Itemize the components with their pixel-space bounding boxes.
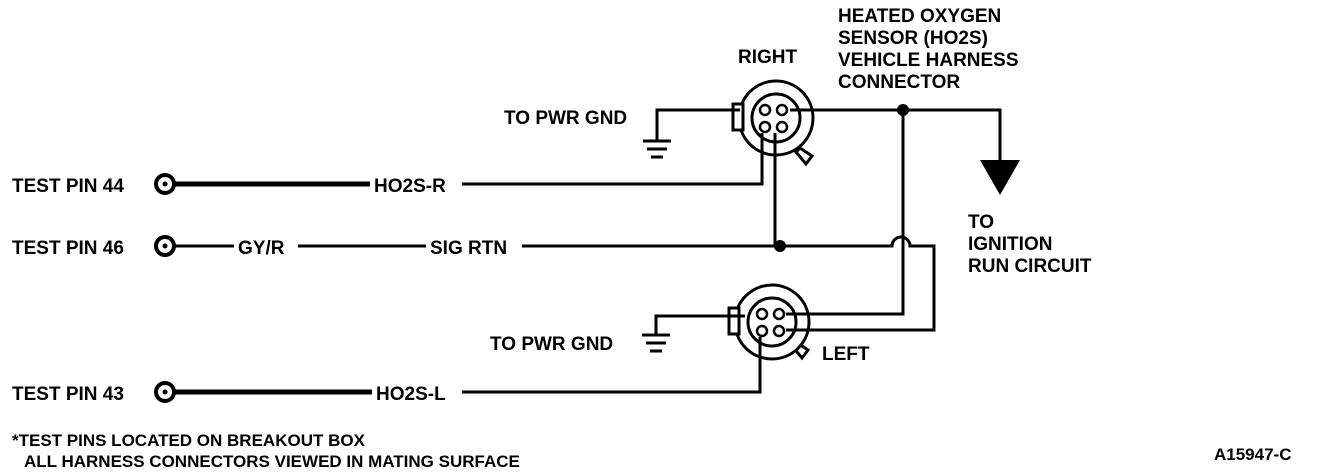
ignition-label-line-1: TO [968,212,994,233]
ignition-left-lead [786,110,905,316]
sig-rtn-junction [774,240,786,252]
ho2s-r-label: HO2S-R [374,176,446,197]
test-pin-43-terminal [154,381,176,403]
top-ground-label: TO PWR GND [504,108,627,129]
ignition-label-line-3: RUN CIRCUIT [968,256,1092,277]
title-line-3: VEHICLE HARNESS [838,50,1019,71]
ho2s-l-label: HO2S-L [376,384,446,405]
title-line-2: SENSOR (HO2S) [838,28,988,49]
sig-rtn-wire [522,235,928,248]
sig-rtn-left-lead [786,244,936,332]
ho2s-r-wire-right [462,133,764,186]
ignition-label-line-2: IGNITION [968,234,1052,255]
title-line-1: HEATED OXYGEN [838,6,1001,27]
bottom-ground-label: TO PWR GND [490,334,613,355]
footnote-line-2: ALL HARNESS CONNECTORS VIEWED IN MATING … [24,452,520,471]
test-pin-46-label: TEST PIN 46 [12,238,124,259]
ho2s-l-wire-right [462,337,762,394]
gy-r-label: GY/R [238,238,285,259]
sig-rtn-label: SIG RTN [430,238,507,259]
left-connector [727,283,811,361]
test-pin-43-label: TEST PIN 43 [12,384,124,405]
footnote-line-1: *TEST PINS LOCATED ON BREAKOUT BOX [12,431,366,450]
ignition-arrow-icon [980,160,1020,195]
test-pin-44-terminal [154,173,176,195]
title-line-4: CONNECTOR [838,72,960,93]
test-pin-46-terminal [154,235,176,257]
figure-id: A15947-C [1214,445,1292,464]
left-connector-label: LEFT [822,344,870,365]
ignition-bus [790,108,1002,160]
right-connector [731,79,815,167]
bottom-ground-symbol [642,314,745,353]
top-ground-symbol [643,108,740,159]
right-connector-label: RIGHT [738,47,798,68]
test-pin-44-label: TEST PIN 44 [12,176,124,197]
